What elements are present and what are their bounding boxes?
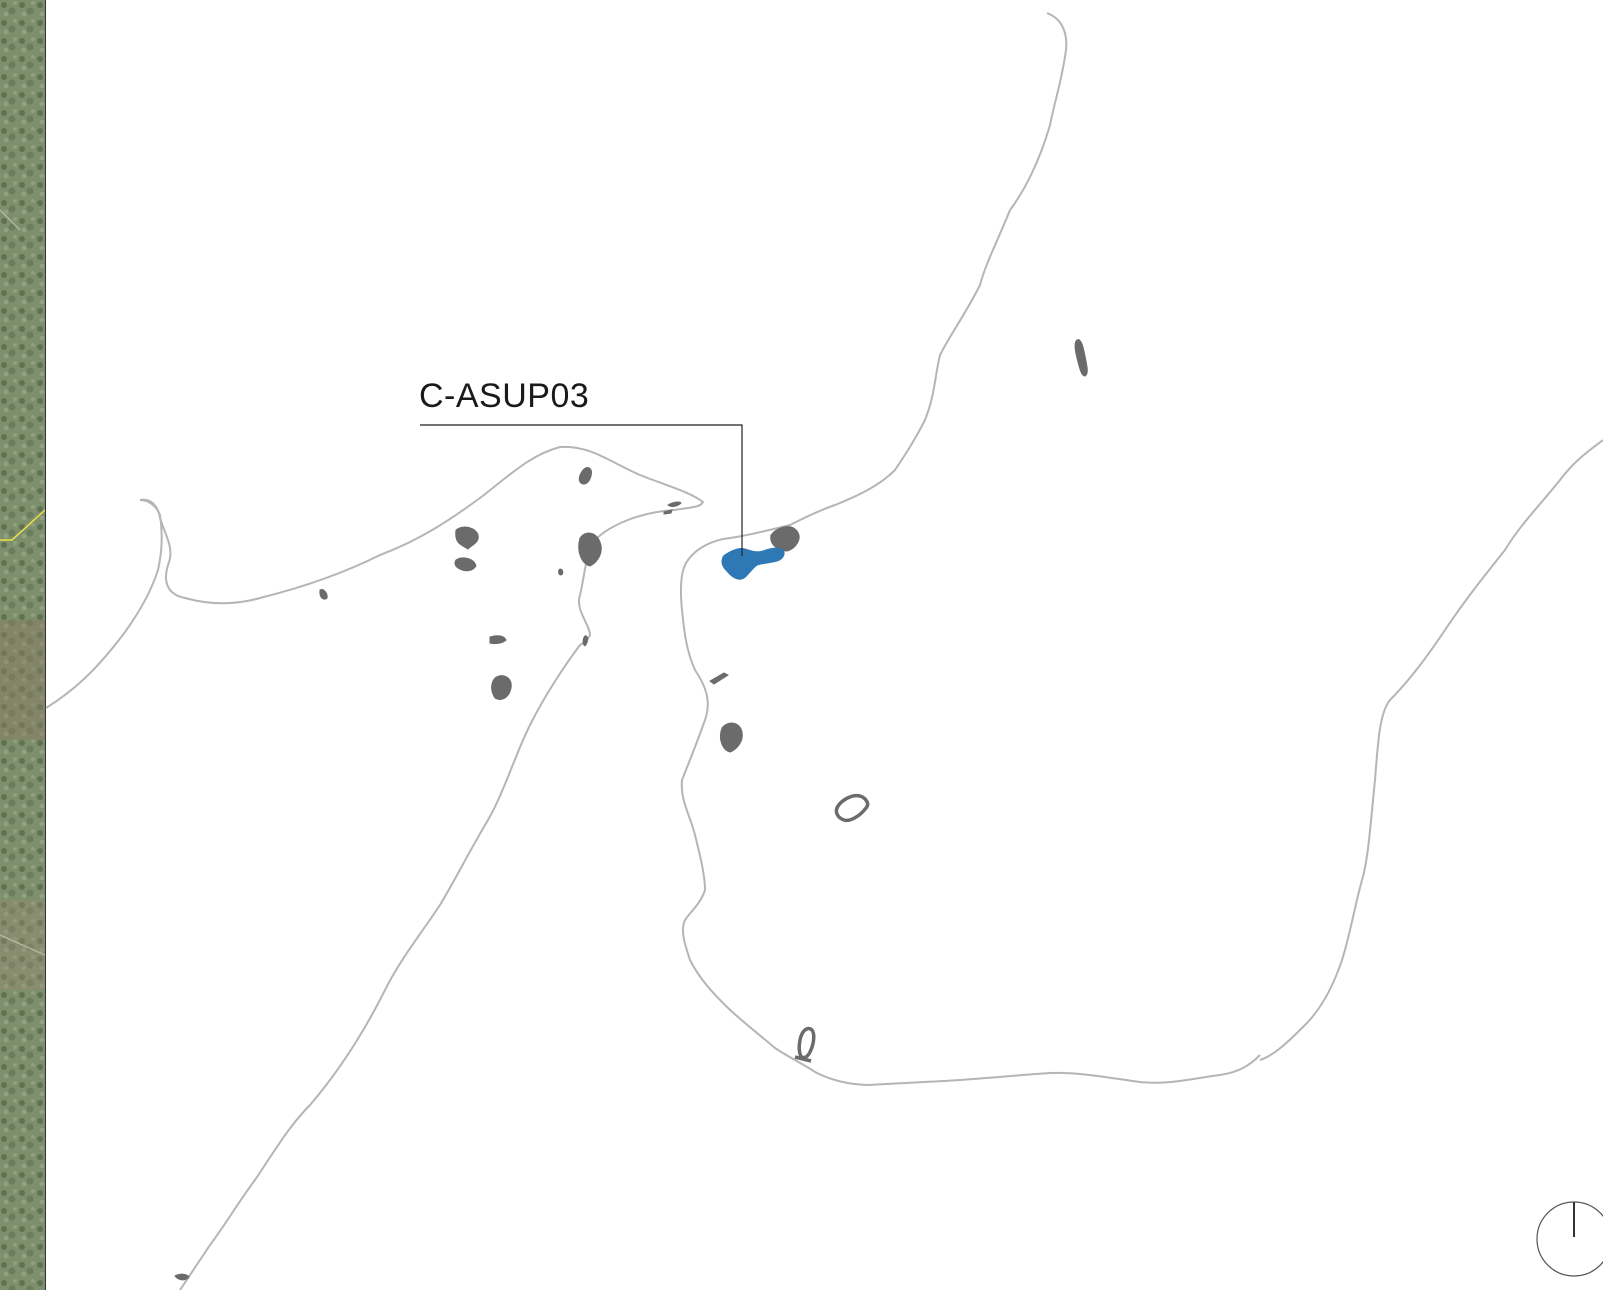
feature-west-4 (578, 532, 602, 567)
boundary-east-curve (1259, 439, 1603, 1061)
boundary-lines (45, 12, 1603, 1290)
boundary-west-peninsula (139, 445, 704, 1290)
feature-ne-3 (719, 722, 743, 753)
outlined-features (794, 793, 870, 1063)
feature-outline-south (794, 1026, 816, 1063)
feature-west-8 (558, 568, 564, 576)
aerial-imagery-strip (0, 0, 46, 1290)
leader-line (420, 424, 743, 556)
feature-ne-1 (770, 526, 800, 552)
north-arrow-icon (1536, 1201, 1603, 1277)
feature-outline-center (834, 793, 870, 823)
feature-west-6 (491, 675, 512, 701)
feature-spit-1 (667, 501, 682, 507)
highlighted-feature-c-asup03[interactable] (721, 547, 785, 580)
feature-sw-1 (174, 1273, 190, 1281)
feature-west-1 (578, 467, 592, 485)
feature-west-7 (319, 589, 328, 600)
gray-features (174, 339, 1088, 1281)
feature-ne-2 (709, 672, 730, 685)
feature-west-3 (454, 557, 477, 572)
feature-spit-2 (663, 509, 673, 515)
feature-west-9 (582, 635, 589, 647)
feature-label: C-ASUP03 (419, 377, 590, 415)
boundary-central-north (679, 12, 1261, 1086)
boundary-left-curve (45, 499, 163, 709)
feature-west-2 (455, 526, 479, 550)
feature-east-1 (1074, 339, 1088, 377)
feature-west-5 (489, 635, 507, 645)
